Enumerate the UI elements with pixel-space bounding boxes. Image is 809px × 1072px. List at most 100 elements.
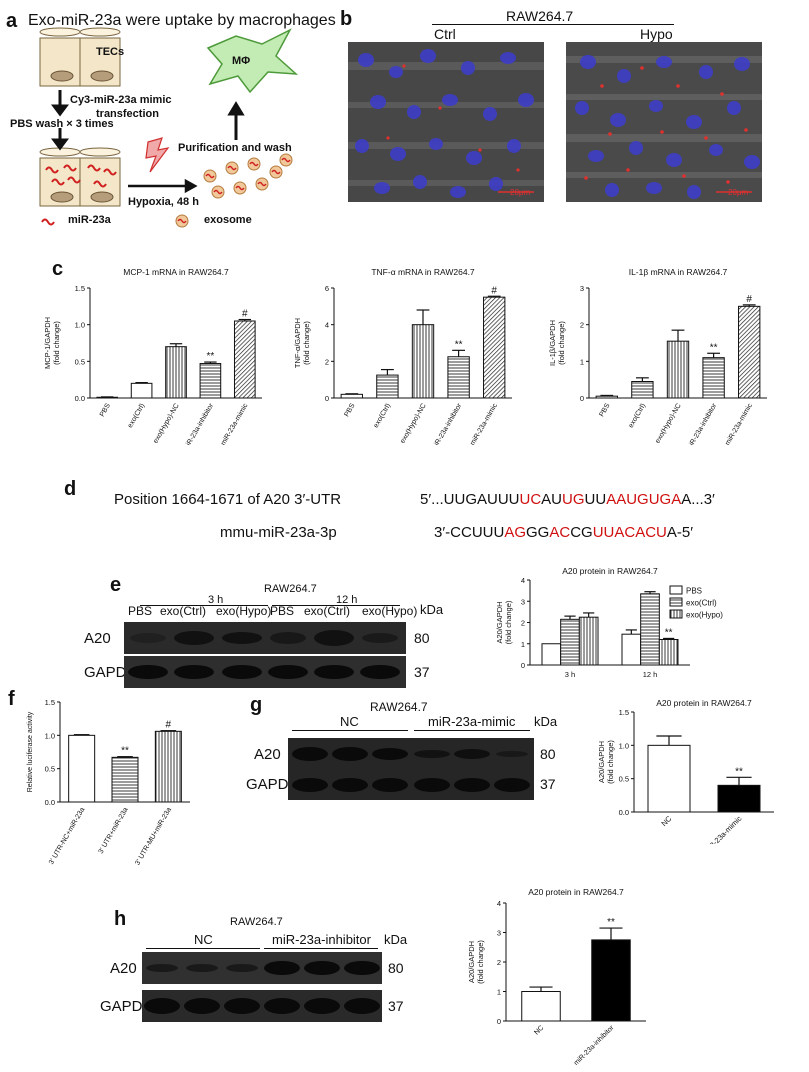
utr-position-label: Position 1664-1671 of A20 3′-UTR bbox=[114, 491, 342, 508]
lane-label: exo(Hypo) bbox=[362, 604, 418, 618]
y-tick-label: 1.5 bbox=[75, 284, 85, 293]
y-tick-label: 2 bbox=[521, 619, 525, 628]
bar bbox=[640, 593, 660, 666]
lane-label: exo(Ctrl) bbox=[160, 604, 207, 618]
right-arrow-icon bbox=[128, 178, 198, 194]
y-axis-label: A20/GAPDH bbox=[467, 941, 476, 983]
y-tick-label: 0.0 bbox=[45, 798, 55, 807]
y-tick-label: 0.5 bbox=[45, 765, 55, 774]
y-tick-label: 2 bbox=[497, 958, 501, 967]
y-axis-label: (fold change) bbox=[52, 321, 61, 365]
macrophage-label: MΦ bbox=[232, 55, 251, 67]
y-axis-label: (fold change) bbox=[606, 740, 615, 784]
panel-b-cell-line: RAW264.7 bbox=[506, 8, 574, 24]
sequence-segment: UU bbox=[584, 491, 607, 508]
panel-g-letter: g bbox=[250, 694, 263, 716]
lightning-icon bbox=[145, 137, 170, 173]
panel-e-cell-line: RAW264.7 bbox=[264, 583, 317, 595]
down-arrow-icon bbox=[51, 90, 69, 151]
scale-bar-hypo: 20μm bbox=[728, 188, 749, 197]
micrograph-hypo bbox=[566, 42, 762, 202]
panel-h-letter: h bbox=[114, 908, 127, 930]
x-tick-label: PBS bbox=[598, 402, 611, 418]
panel-c-letter: c bbox=[52, 258, 64, 280]
y-tick-label: 2 bbox=[325, 357, 329, 366]
lane-label: exo(Hypo) bbox=[216, 604, 272, 618]
sequence-segment: 5′...UUGAUUU bbox=[420, 491, 520, 508]
panel-e-letter: e bbox=[110, 574, 122, 596]
up-arrow-icon bbox=[227, 101, 245, 140]
utr-sequence: 5′...UUGAUUUUCAUUGUUAAUGUGAA...3′ bbox=[420, 491, 715, 508]
bar bbox=[68, 734, 96, 803]
chart-a20-inhibitor: A20 protein in RAW264.701234A20/GAPDH(fo… bbox=[467, 887, 646, 1065]
group-nc-label: NC bbox=[340, 714, 359, 729]
blot-g-kda-80: 80 bbox=[540, 746, 556, 762]
blot-h-kda: kDa bbox=[384, 932, 408, 947]
blot-h-kda-80: 80 bbox=[388, 960, 404, 976]
transfection-label: Cy3-miR-23a mimic bbox=[70, 94, 172, 106]
bar bbox=[483, 296, 506, 399]
sequence-segment: CG bbox=[570, 524, 593, 541]
x-tick-label: exo(Hypo)-NC bbox=[654, 403, 682, 445]
lane-label: exo(Ctrl) bbox=[304, 604, 351, 618]
blot-g-kda: kDa bbox=[534, 714, 558, 729]
sequence-segment: 3′-CCUUU bbox=[434, 524, 505, 541]
blot-e-kda: kDa bbox=[420, 602, 444, 617]
y-tick-label: 1.0 bbox=[45, 731, 55, 740]
bar bbox=[658, 639, 679, 666]
group-inhibitor-label: miR-23a-inhibitor bbox=[272, 932, 371, 947]
y-tick-label: 0 bbox=[497, 1017, 501, 1026]
bar bbox=[376, 374, 399, 399]
x-tick-label: exo(Ctrl) bbox=[127, 403, 146, 430]
tec-cells-top bbox=[39, 27, 121, 87]
x-tick-label: 12 h bbox=[643, 670, 658, 679]
bar bbox=[521, 991, 561, 1022]
mir23a-symbol-icon bbox=[41, 218, 55, 226]
group-inhibitor-line bbox=[264, 948, 378, 949]
blot-e-a20-label: A20 bbox=[84, 630, 111, 647]
blot-e-a20-band bbox=[124, 622, 406, 654]
x-tick-label: exo(Hypo)-NC bbox=[399, 403, 427, 445]
bar bbox=[738, 305, 761, 399]
chart-title: MCP-1 mRNA in RAW264.7 bbox=[123, 267, 229, 277]
bar bbox=[666, 340, 690, 399]
lane-label: PBS bbox=[128, 604, 153, 618]
significance-mark: ** bbox=[121, 746, 129, 757]
blot-h-gapdh-band bbox=[142, 990, 382, 1022]
y-axis-label: (fold change) bbox=[557, 321, 566, 365]
chart-title: A20 protein in RAW264.7 bbox=[562, 566, 658, 576]
exosome-symbol-icon bbox=[175, 214, 189, 228]
mirna-label: mmu-miR-23a-3p bbox=[220, 524, 337, 541]
y-tick-label: 2 bbox=[580, 321, 584, 330]
group-mimic-label: miR-23a-mimic bbox=[428, 714, 516, 729]
y-tick-label: 1 bbox=[580, 357, 584, 366]
chart-tnfa: TNF-α mRNA in RAW264.70246TNF-α/GAPDH(fo… bbox=[293, 267, 512, 445]
chart-mcp1: MCP-1 mRNA in RAW264.70.00.51.01.5MCP-1/… bbox=[43, 267, 262, 445]
x-tick-label: miR-23a-inhibitor bbox=[573, 1024, 616, 1065]
significance-mark: ** bbox=[735, 766, 743, 777]
blot-e-lane-labels: PBS exo(Ctrl) exo(Hypo) PBS exo(Ctrl) ex… bbox=[128, 604, 418, 620]
y-tick-label: 0.0 bbox=[619, 808, 629, 817]
group-mimic-line bbox=[414, 730, 530, 731]
y-tick-label: 1 bbox=[521, 640, 525, 649]
x-tick-label: 3' UTR+miR-23a bbox=[98, 806, 130, 855]
significance-mark: ** bbox=[710, 342, 718, 353]
y-tick-label: 1.0 bbox=[75, 321, 85, 330]
bar bbox=[621, 633, 642, 666]
y-tick-label: 3 bbox=[521, 597, 525, 606]
time-3h-label: 3 h bbox=[208, 594, 224, 606]
y-axis-label: IL-1β/GAPDH bbox=[548, 320, 557, 366]
bar bbox=[631, 381, 654, 399]
x-tick-label: 3 h bbox=[565, 670, 575, 679]
significance-mark: ** bbox=[455, 339, 463, 350]
ctrl-label: Ctrl bbox=[434, 26, 456, 42]
y-tick-label: 0 bbox=[325, 394, 329, 403]
legend-swatch bbox=[669, 609, 683, 619]
chart-title: A20 protein in RAW264.7 bbox=[656, 698, 752, 708]
seed-match-segment: AC bbox=[549, 524, 571, 541]
y-tick-label: 6 bbox=[325, 284, 329, 293]
x-tick-label: 3' UTR-NC+miR-23a bbox=[48, 806, 86, 865]
sequence-segment: A-5′ bbox=[666, 524, 694, 541]
bar bbox=[702, 357, 725, 399]
